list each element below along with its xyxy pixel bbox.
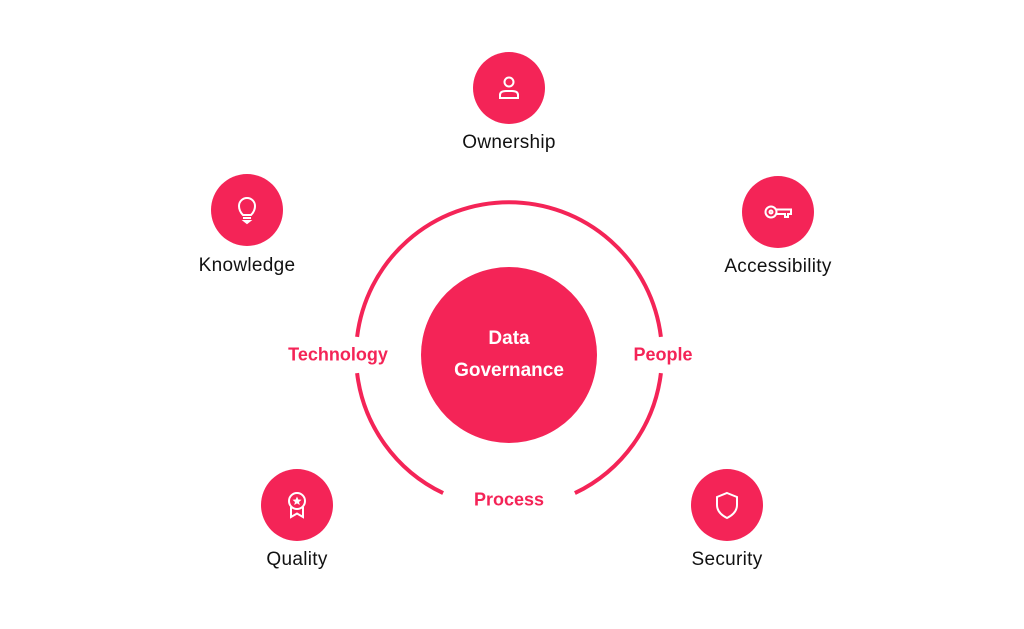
key-icon [764,205,792,219]
person-icon [499,76,519,99]
pillar-process: Process [473,489,545,510]
accessibility-node [742,176,814,248]
accessibility-label: Accessibility [724,256,832,277]
ownership-label: Ownership [462,132,556,153]
pillar-technology: Technology [288,344,388,365]
security-node [691,469,763,541]
data-governance-core: Data Governance [421,267,597,443]
knowledge-label: Knowledge [198,255,296,276]
shield-icon [716,491,738,520]
knowledge-node [211,174,283,246]
core-title-line1: Data [488,328,530,349]
quality-node [261,469,333,541]
lightbulb-icon [237,197,257,225]
core-title-line2: Governance [454,360,564,381]
ring-arc-top [355,200,663,338]
pillar-people: People [633,344,693,365]
award-badge-icon [288,492,306,519]
security-label: Security [691,549,763,570]
ring-arc-left [355,372,444,495]
ownership-node [473,52,545,124]
ring-arc-right [574,372,663,495]
quality-label: Quality [266,549,328,570]
